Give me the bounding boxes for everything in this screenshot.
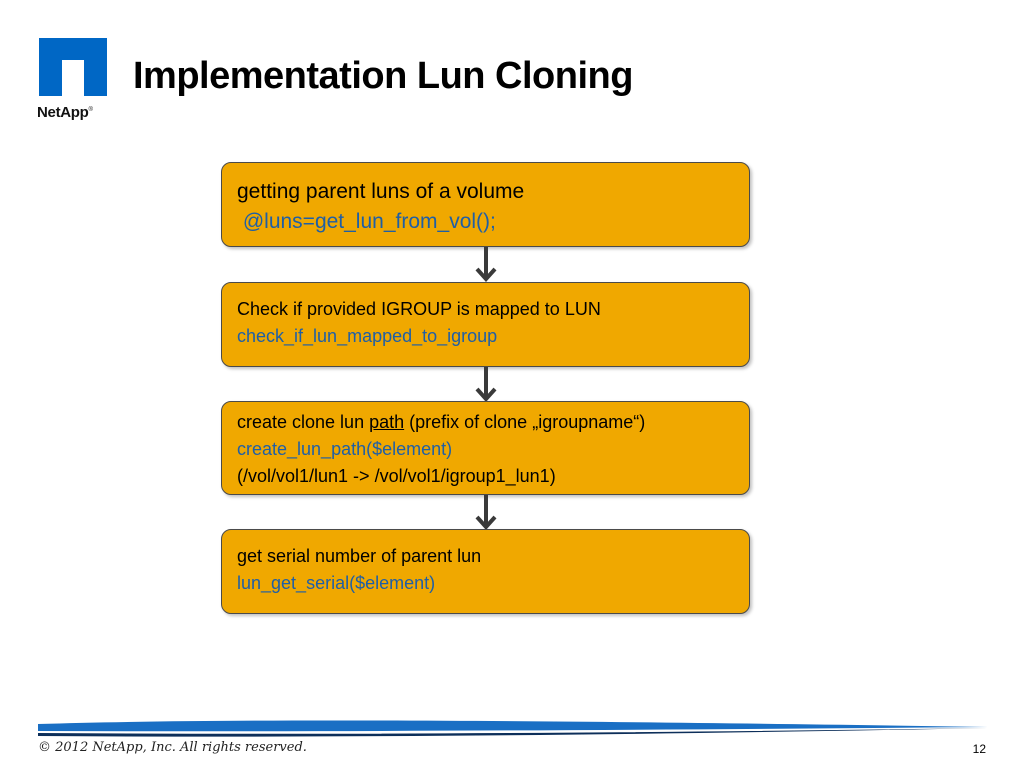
step-code: check_if_lun_mapped_to_igroup [237,326,498,346]
down-arrow-icon [475,495,497,530]
step-label: create clone lun path (prefix of clone „… [237,412,646,432]
step-code: lun_get_serial($element) [237,573,436,593]
step-code: create_lun_path($element) [237,439,453,459]
down-arrow-icon [475,367,497,402]
step-label: getting parent luns of a volume [237,180,525,203]
step-label: get serial number of parent lun [237,546,482,566]
flow-step-get-serial: get serial number of parent lun lun_get_… [221,529,750,614]
logo-wordmark: NetApp® [37,104,93,121]
underlined-path-word: path [369,412,405,432]
step-code: @luns=get_lun_from_vol(); [237,210,496,233]
netapp-logo: NetApp® [37,38,111,123]
slide-title: Implementation Lun Cloning [133,55,633,97]
page-number: 12 [972,742,986,756]
flow-step-check-igroup-mapping: Check if provided IGROUP is mapped to LU… [221,282,750,367]
step-label: Check if provided IGROUP is mapped to LU… [237,299,601,319]
netapp-n-logo-icon [39,38,107,96]
copyright-notice: © 2012 NetApp, Inc. All rights reserved. [38,740,307,755]
step-example: (/vol/vol1/lun1 -> /vol/vol1/igroup1_lun… [237,466,556,486]
footer-swoosh [38,720,988,737]
flow-step-get-parent-luns: getting parent luns of a volume @luns=ge… [221,162,750,247]
flow-step-create-clone-path: create clone lun path (prefix of clone „… [221,401,750,495]
down-arrow-icon [475,247,497,282]
